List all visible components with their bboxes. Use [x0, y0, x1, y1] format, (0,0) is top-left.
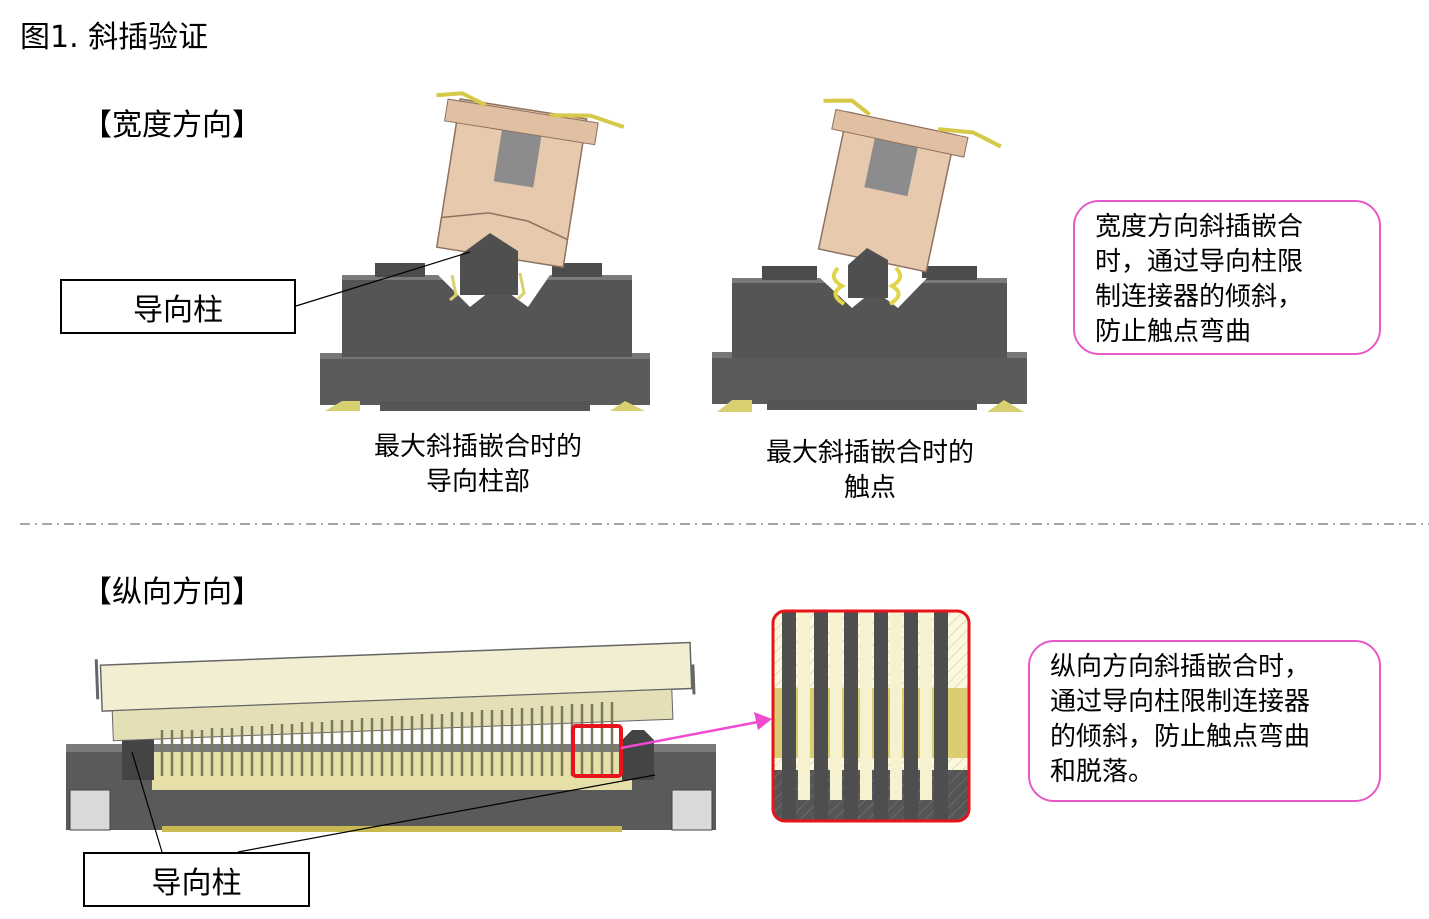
- callout-width-line: 时，通过导向柱限: [1095, 247, 1304, 277]
- callout-length-direction: 纵向方向斜插嵌合时， 通过导向柱限制连接器 的倾斜，防止触点弯曲 和脱落。: [1028, 640, 1381, 802]
- section-heading-length: 【纵向方向】: [82, 575, 262, 610]
- callout-length-line: 纵向方向斜插嵌合时，: [1050, 652, 1311, 682]
- callout-width-line: 宽度方向斜插嵌合: [1095, 212, 1304, 242]
- caption-contact: 最大斜插嵌合时的 触点: [740, 436, 1000, 506]
- callout-width-line: 制连接器的倾斜，: [1095, 282, 1304, 312]
- guide-post-label-bottom: 导向柱: [83, 852, 310, 907]
- width-guide-post-illustration: [320, 91, 650, 411]
- callout-length-line: 通过导向柱限制连接器: [1050, 687, 1311, 717]
- callout-length-line: 和脱落。: [1050, 757, 1155, 787]
- callout-width-line: 防止触点弯曲: [1095, 317, 1252, 347]
- caption-guide-post: 最大斜插嵌合时的 导向柱部: [348, 430, 608, 500]
- section-heading-width: 【宽度方向】: [82, 108, 262, 143]
- caption-guide-post-line1: 最大斜插嵌合时的: [373, 432, 582, 462]
- callout-width-direction: 宽度方向斜插嵌合 时，通过导向柱限 制连接器的倾斜， 防止触点弯曲: [1073, 200, 1381, 355]
- caption-contact-line2: 触点: [843, 473, 896, 503]
- length-connector-illustration: [66, 641, 716, 832]
- figure-title: 图1. 斜插验证: [20, 20, 209, 55]
- contact-zoom-detail: [771, 609, 971, 823]
- guide-post-label-top: 导向柱: [60, 279, 296, 334]
- caption-contact-line1: 最大斜插嵌合时的: [765, 438, 974, 468]
- callout-length-line: 的倾斜，防止触点弯曲: [1050, 722, 1311, 752]
- width-contact-illustration: [712, 98, 1027, 412]
- caption-guide-post-line2: 导向柱部: [425, 467, 530, 497]
